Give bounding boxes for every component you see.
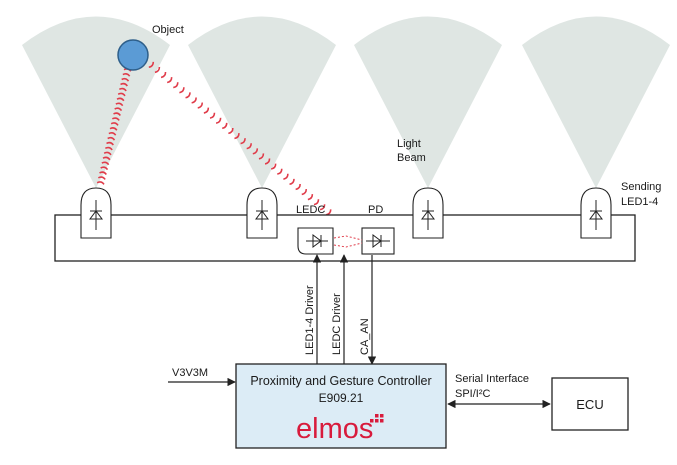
serial-label-line2: SPI/I²C <box>455 388 491 400</box>
sending-leds <box>80 187 612 239</box>
pd-component <box>361 227 395 255</box>
led-package <box>580 187 612 239</box>
light-beam-label-line2: Beam <box>397 152 426 164</box>
object-ball <box>117 39 149 71</box>
ledc-pd-coupling <box>333 235 363 241</box>
sending-label-line1: Sending <box>621 181 661 193</box>
elmos-logo: elmos <box>296 413 373 445</box>
ledc-component <box>297 227 334 255</box>
ecu-box <box>551 377 629 431</box>
controller-part: E909.21 <box>319 391 364 405</box>
v3v3m-label: V3V3M <box>172 367 208 379</box>
light-beam-cone <box>188 16 336 188</box>
pd-label: PD <box>368 204 383 216</box>
ecu-label: ECU <box>576 397 603 412</box>
light-beam-cone <box>354 16 502 188</box>
light-beam-cone <box>522 16 670 188</box>
ledc-driver-label: LEDC Driver <box>331 293 343 355</box>
led-package <box>246 187 278 239</box>
led-package <box>80 187 112 239</box>
controller-title: Proximity and Gesture Controller <box>250 374 431 388</box>
led-package <box>412 187 444 239</box>
object-label: Object <box>152 24 184 36</box>
signal-wave <box>96 68 132 185</box>
serial-label-line1: Serial Interface <box>455 373 529 385</box>
light-beam-label-line1: Light <box>397 138 421 150</box>
led-driver-label: LED1-4 Driver <box>304 285 316 355</box>
elmos-logo-dots <box>370 414 384 423</box>
sensor-board <box>54 214 636 262</box>
light-beam-cone <box>22 16 170 188</box>
controller-box <box>235 363 447 449</box>
reflection-waves <box>96 61 356 236</box>
light-beams <box>22 16 670 188</box>
sending-label-line2: LED1-4 <box>621 196 658 208</box>
ca-an-label: CA_AN <box>359 318 371 355</box>
ledc-label: LEDC <box>296 204 325 216</box>
signal-wave <box>148 61 356 236</box>
